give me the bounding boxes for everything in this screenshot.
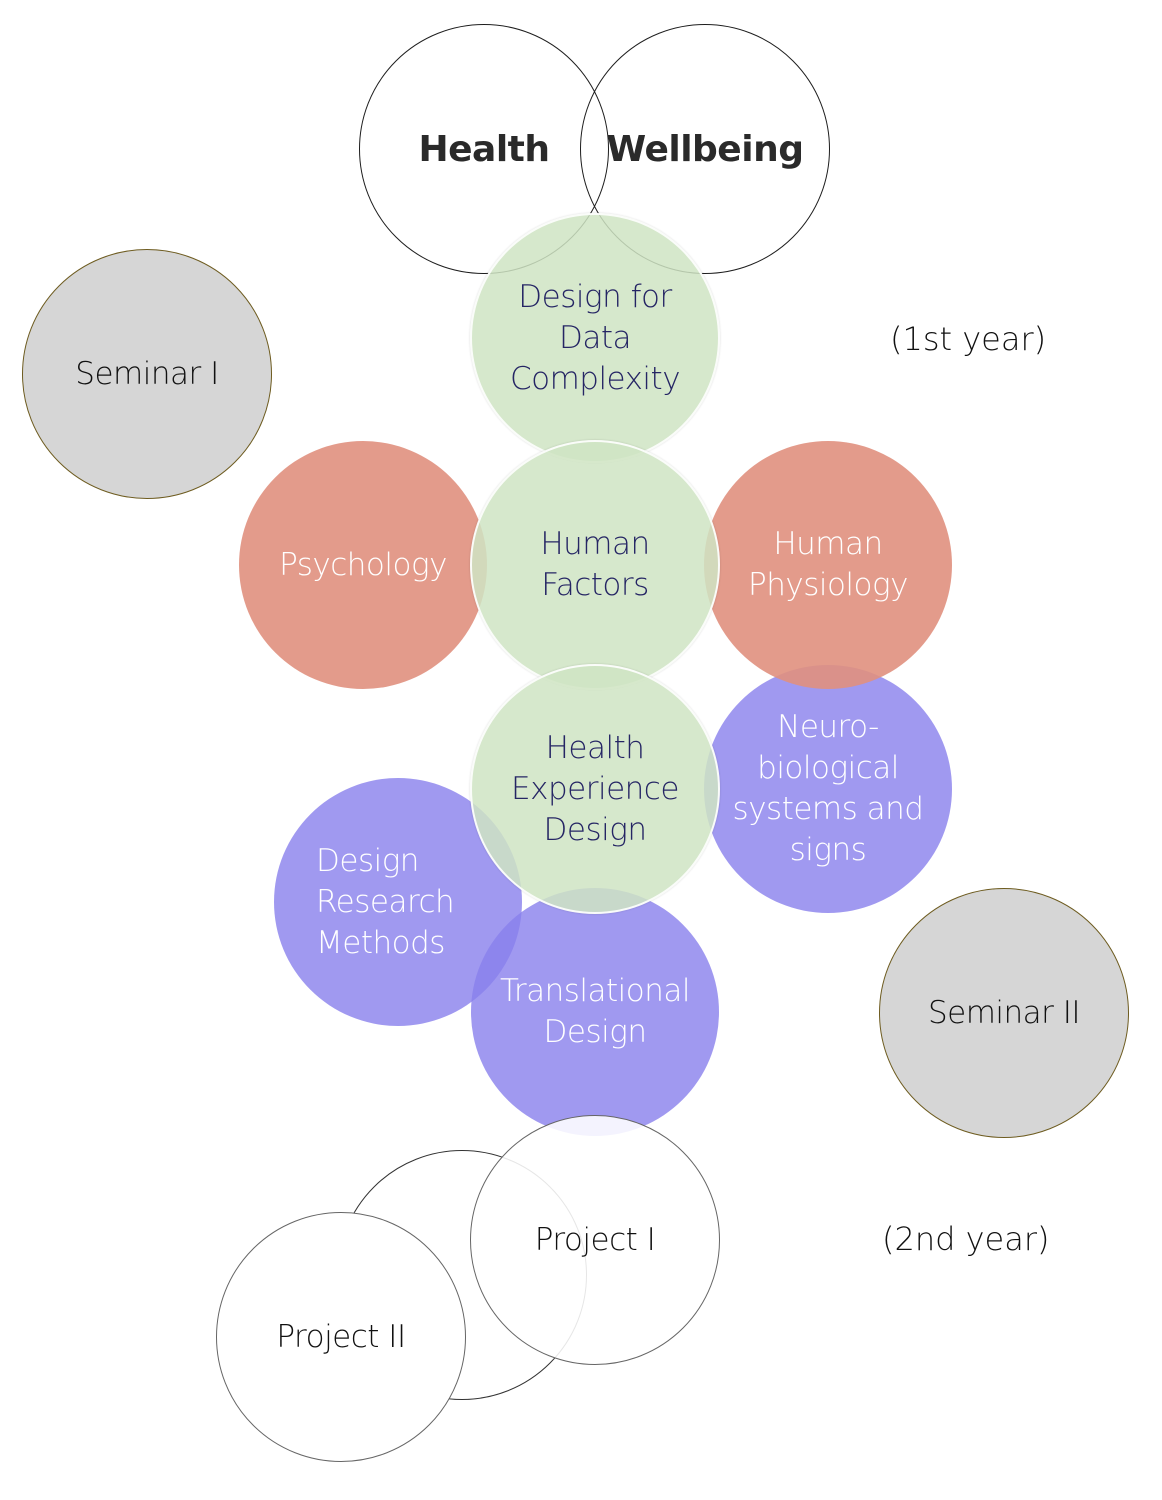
label-line: Methods [316,924,445,961]
project-2-label: Project II [276,1318,406,1355]
wellbeing-circle: Wellbeing [580,24,830,274]
label-line: Neuro- [777,709,879,745]
label-line: Data [558,319,632,356]
neurobiological-circle: Neuro-biological systems and signs [704,665,952,913]
label-line: Design [543,1014,647,1050]
label-line: Human [540,526,650,562]
project-1-circle: Project I [470,1115,720,1365]
label-line: Health [545,729,645,766]
label-line: signs [789,832,867,868]
label-line: Translational [499,973,691,1009]
wellbeing-label: Wellbeing [606,128,804,170]
label-line: biological [757,750,899,786]
health-circle: Health [359,24,609,274]
label-line: Complexity [509,360,681,397]
first-year-label: (1st year) [890,320,1047,358]
seminar-2-label: Seminar II [927,994,1081,1031]
psychology-label: Psychology [279,546,447,583]
project-1-label: Project I [534,1221,656,1258]
seminar-2-circle: Seminar II [879,888,1129,1138]
label-line: Research [316,883,455,920]
health-label: Health [418,128,550,170]
second-year-label: (2nd year) [882,1220,1050,1258]
label-line: Design [543,811,647,848]
label-line: Design [316,842,419,879]
psychology-circle: Psychology [239,441,487,689]
project-2-circle: Project II [216,1212,466,1462]
seminar-1-label: Seminar I [75,355,219,392]
label-line: Factors [541,567,649,603]
label-line: systems and [732,791,924,827]
label-line: Physiology [748,567,908,603]
seminar-1-circle: Seminar I [22,249,272,499]
label-line: Design for [518,278,672,315]
label-line: Experience [511,770,679,807]
label-line: Human [773,526,883,562]
